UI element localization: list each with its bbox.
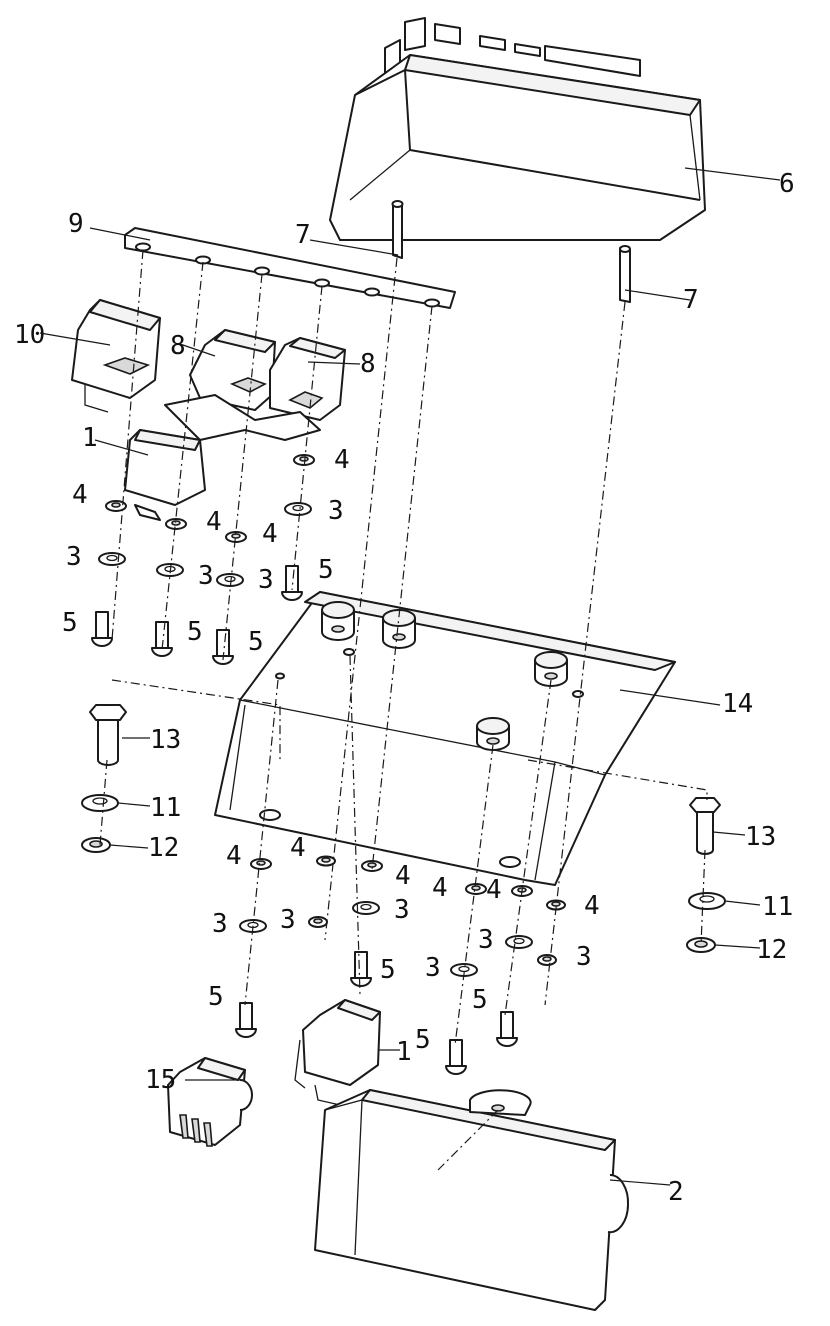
callout-5h: 5: [415, 1025, 431, 1055]
callout-5a: 5: [318, 555, 334, 585]
callout-3h: 3: [478, 925, 494, 955]
callout-3f: 3: [280, 905, 296, 935]
callout-labels: 6 7 7 9 10 8 8 1 4 4 3 4 4 3 3 3 5 5 5 5…: [14, 169, 795, 1207]
callout-6: 6: [779, 169, 795, 199]
callout-3i: 3: [576, 942, 592, 972]
pin-part: [391, 200, 631, 303]
callout-4g: 4: [395, 861, 411, 891]
bolt-part: [89, 704, 721, 855]
callout-1b: 1: [396, 1037, 412, 1067]
callout-11b: 11: [762, 892, 793, 922]
callout-14: 14: [722, 689, 753, 719]
leader-lines: [39, 167, 781, 1186]
small-relay-part: [71, 299, 161, 413]
callout-5e: 5: [380, 955, 396, 985]
callout-8b: 8: [360, 349, 376, 379]
relay-part-lower: [294, 999, 381, 1106]
callout-9: 9: [68, 209, 84, 239]
callout-3a: 3: [328, 496, 344, 526]
control-unit-part: [329, 17, 706, 241]
mounting-plate-part: [214, 591, 676, 886]
callout-13a: 13: [150, 725, 181, 755]
callout-4a: 4: [334, 445, 350, 475]
screw-part: [91, 565, 518, 1075]
callout-3e: 3: [212, 909, 228, 939]
callout-4b: 4: [72, 480, 88, 510]
callout-3j: 3: [425, 953, 441, 983]
connector-part: [167, 1057, 253, 1147]
callout-4h: 4: [432, 873, 448, 903]
callout-3g: 3: [394, 895, 410, 925]
callout-7b: 7: [683, 285, 699, 315]
callout-4i: 4: [486, 875, 502, 905]
callout-13b: 13: [745, 822, 776, 852]
callout-11a: 11: [150, 793, 181, 823]
callout-4f: 4: [290, 833, 306, 863]
callout-4c: 4: [206, 507, 222, 537]
relay-block-part: [164, 329, 346, 441]
callout-4d: 4: [262, 519, 278, 549]
callout-15: 15: [145, 1065, 176, 1095]
callout-3d: 3: [258, 565, 274, 595]
callout-5d: 5: [248, 627, 264, 657]
callout-2: 2: [668, 1177, 684, 1207]
relay-part: [124, 429, 206, 521]
callout-3b: 3: [66, 542, 82, 572]
callout-5b: 5: [62, 608, 78, 638]
bracket-strip-part: [124, 227, 456, 309]
callout-1: 1: [82, 423, 98, 453]
flat-washer-part: [81, 794, 726, 910]
callout-12a: 12: [148, 833, 179, 863]
callout-8: 8: [170, 331, 186, 361]
callout-7: 7: [295, 220, 311, 250]
callout-5g: 5: [472, 985, 488, 1015]
callout-4j: 4: [584, 891, 600, 921]
callout-10: 10: [14, 320, 45, 350]
callout-4e: 4: [226, 841, 242, 871]
callout-5c: 5: [187, 617, 203, 647]
callout-12b: 12: [756, 935, 787, 965]
assembly-lines: [99, 249, 708, 1171]
callout-3c: 3: [198, 561, 214, 591]
lower-box-part: [314, 1089, 630, 1311]
callout-5f: 5: [208, 982, 224, 1012]
